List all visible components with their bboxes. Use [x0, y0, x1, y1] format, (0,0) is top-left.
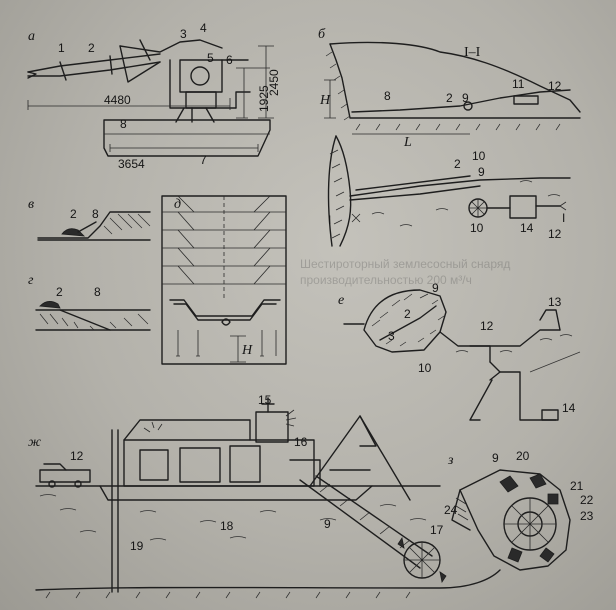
panel-g-part-2: 2 [56, 285, 63, 299]
panel-a-dim-h1: 1925 [257, 85, 271, 112]
panel-b-letter: б [318, 27, 326, 42]
panel-e-part-14: 14 [562, 401, 576, 415]
panel-b-section: I–I [464, 45, 481, 60]
panel-g-letter: г [28, 273, 34, 288]
panel-a-dim-h2: 2450 [267, 69, 281, 96]
panel-d: д H [161, 195, 287, 365]
panel-e-part-9: 9 [432, 281, 439, 295]
panel-a-dim-length: 4480 [104, 93, 131, 107]
panel-e-letter: е [338, 293, 344, 308]
panel-e-part-13: 13 [548, 295, 562, 309]
panel-b-part-2: 2 [446, 91, 453, 105]
background-text: Шестироторный землесосный снаряд произво… [300, 257, 510, 287]
panel-a: а 4480 3654 1925 2450 1 2 3 [27, 21, 281, 171]
panel-zh-part-19: 19 [130, 539, 144, 553]
panel-b-part-11: 11 [512, 77, 525, 91]
panel-v-part-8: 8 [92, 207, 99, 221]
panel-z-part-23: 23 [580, 509, 594, 523]
panel-z-part-21: 21 [570, 479, 584, 493]
panel-a-dim-hull: 3654 [118, 157, 145, 171]
panel-d-H: H [241, 343, 253, 358]
panel-b-plan-part-12: 12 [548, 227, 562, 241]
panel-zh-part-17: 17 [430, 523, 444, 537]
panel-zh-part-15: 15 [258, 393, 272, 407]
panel-a-part-6: 6 [226, 53, 233, 67]
panel-z-part-20: 20 [516, 449, 530, 463]
panel-v: в 2 8 [28, 197, 151, 241]
panel-b-part-8: 8 [384, 89, 391, 103]
panel-a-part-1: 1 [58, 41, 65, 55]
panel-g: г 2 8 [28, 273, 151, 331]
panel-a-part-2: 2 [88, 41, 95, 55]
panel-a-part-5: 5 [207, 51, 214, 65]
panel-e-part-12: 12 [480, 319, 494, 333]
panel-b-plan-part-10a: 10 [472, 149, 486, 163]
panel-zh-part-16: 16 [294, 435, 308, 449]
panel-e-part-10: 10 [418, 361, 432, 375]
panel-g-part-8: 8 [94, 285, 101, 299]
panel-a-letter: а [28, 29, 35, 44]
panel-b-plan-part-14: 14 [520, 221, 534, 235]
panel-a-part-3: 3 [180, 27, 187, 41]
panel-a-part-7: 7 [200, 153, 207, 167]
panel-z-part-24: 24 [444, 503, 458, 517]
panel-zh-part-18: 18 [220, 519, 234, 533]
panel-b-plan-part-2: 2 [454, 157, 461, 171]
panel-a-part-4: 4 [200, 21, 207, 35]
panel-b-plan-part-10b: 10 [470, 221, 484, 235]
panel-z-part-22: 22 [580, 493, 594, 507]
panel-b-section-left: I [328, 213, 331, 227]
panel-e-part-2: 2 [404, 307, 411, 321]
panel-zh-letter: ж [28, 435, 41, 450]
panel-b-plan-part-9: 9 [478, 165, 485, 179]
panel-b-part-9: 9 [462, 91, 469, 105]
panel-b-part-12: 12 [548, 79, 562, 93]
background-text-line1: Шестироторный землесосный снаряд [300, 257, 510, 271]
panel-d-letter: д [174, 197, 181, 212]
panel-a-part-8: 8 [120, 117, 127, 131]
panel-e-part-3: 3 [388, 329, 395, 343]
panel-zh-part-12: 12 [70, 449, 84, 463]
panel-v-part-2: 2 [70, 207, 77, 221]
panel-zh: ж [28, 393, 501, 599]
panel-b-section-right: I [562, 211, 565, 225]
panel-zh-part-9: 9 [324, 517, 331, 531]
panel-v-letter: в [28, 197, 34, 212]
panel-z: з 9 20 21 22 23 24 [444, 449, 594, 571]
panel-b-L: L [403, 135, 412, 150]
panel-b-H: H [319, 93, 331, 108]
background-text-line2: производительностью 200 м³/ч [300, 273, 472, 287]
panel-z-letter: з [447, 453, 454, 468]
panel-b: б I–I H L 8 2 9 11 12 [318, 27, 581, 247]
panel-z-part-9: 9 [492, 451, 499, 465]
panel-e: е 9 2 3 10 12 13 14 [338, 281, 581, 421]
